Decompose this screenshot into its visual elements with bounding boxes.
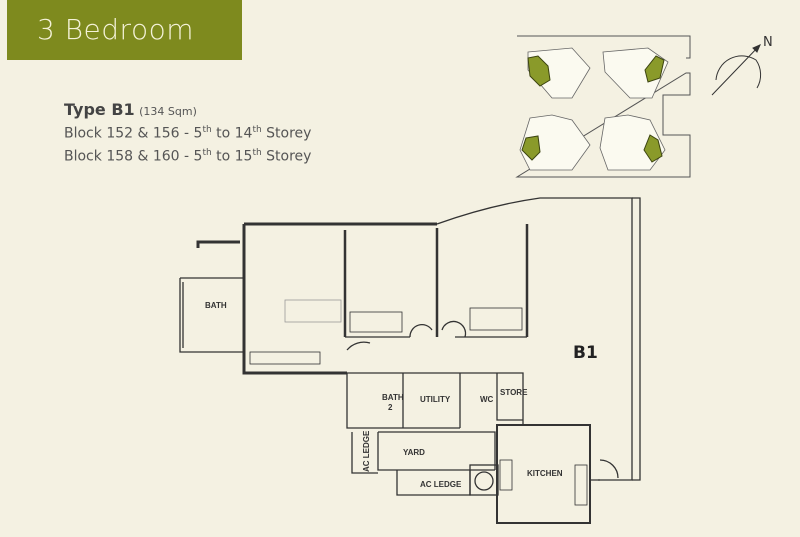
room-label-store: STORE — [500, 388, 528, 397]
unit-type: Type B1 — [64, 100, 135, 119]
key-plan — [515, 35, 691, 178]
room-label-bath: BATH — [205, 301, 227, 310]
block-line-1: Block 152 & 156 - 5th to 14th Storey — [64, 125, 312, 142]
room-labels: BATH BATH 2 UTILITY WC STORE YARD AC LED… — [205, 301, 598, 489]
room-label-bath2-number: 2 — [388, 403, 393, 412]
room-label-bath2: BATH — [382, 393, 404, 402]
unit-label: B1 — [573, 343, 598, 363]
page-title: 3 Bedroom — [37, 13, 194, 46]
north-label: N — [763, 35, 773, 50]
room-label-wc: WC — [480, 395, 494, 404]
room-label-utility: UTILITY — [420, 395, 451, 404]
block-line-2: Block 158 & 160 - 5th to 15th Storey — [64, 147, 312, 165]
room-label-yard: YARD — [403, 448, 425, 457]
north-arrow-icon: N — [711, 35, 773, 96]
floor-plan — [179, 197, 641, 524]
room-label-kitchen: KITCHEN — [527, 469, 563, 478]
room-label-ac-ledge-vertical: AC LEDGE — [362, 430, 371, 472]
room-label-ac-ledge-horizontal: AC LEDGE — [420, 480, 462, 489]
key-plan-highlight — [521, 55, 665, 163]
unit-area: (134 Sqm) — [139, 105, 197, 118]
unit-info: Type B1 (134 Sqm) Block 152 & 156 - 5th … — [64, 100, 311, 166]
header-banner: 3 Bedroom — [7, 0, 242, 60]
